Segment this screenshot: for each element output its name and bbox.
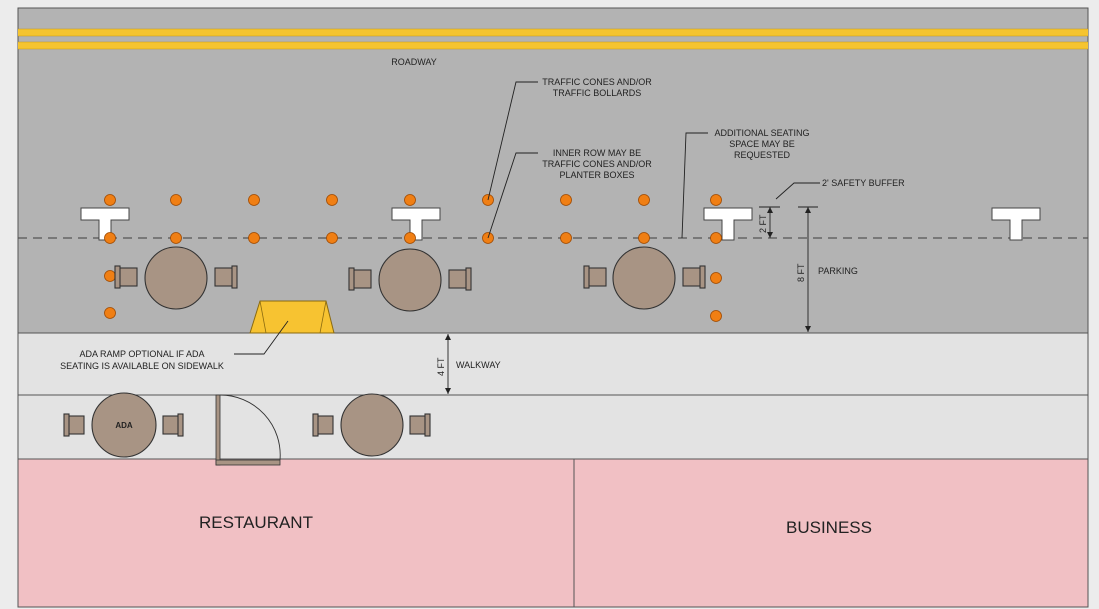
traffic-cone [710,194,722,206]
table [612,246,676,310]
traffic-cone [170,194,182,206]
safety-buffer-leader-line [775,182,820,200]
sidewalk-seating-area [17,394,1089,460]
traffic-cone [248,194,260,206]
traffic-cone [404,232,416,244]
walkway-label: WALKWAY [456,360,501,370]
traffic-cone [710,232,722,244]
business-building [573,458,1089,608]
roadway-label: ROADWAY [391,57,437,67]
ada-table [91,392,157,458]
chair-back [231,265,238,289]
parking-label: PARKING [818,266,858,276]
ada-ramp-leader-line [234,320,289,355]
chair [409,415,427,435]
chair [352,269,372,289]
dimension-8ft: 8 FT [796,206,818,332]
dimension-4ft: 4 FT [436,334,451,394]
yellow-center-line-bottom [18,42,1088,49]
table [378,248,442,312]
inner-row-note-line2: TRAFFIC CONES AND/OR [542,159,652,169]
chair [682,267,702,287]
business-label: BUSINESS [786,518,872,537]
ada-ramp-edge [319,300,327,334]
ada-table-label: ADA [115,421,133,430]
dimension-2ft: 2 FT [758,206,780,238]
chair-back [177,413,184,437]
traffic-cone [104,194,116,206]
traffic-cone [710,310,722,322]
yellow-center-line-top [18,29,1088,36]
ada-table-set: ADA [63,392,184,458]
traffic-cone [104,232,116,244]
walkway-area [17,332,1089,396]
chair [118,267,138,287]
cones-note-line1: TRAFFIC CONES AND/OR [542,77,652,87]
chair-back [424,413,431,437]
table [340,393,404,457]
traffic-cone [104,270,116,282]
parking-meter [991,207,1041,241]
street-table-set [583,246,706,310]
chair [587,267,607,287]
chair [316,415,334,435]
chair-back [699,265,706,289]
restaurant-building [17,458,575,608]
traffic-cone [638,232,650,244]
ada-ramp-edge [259,300,267,334]
inner-row-note-line1: INNER ROW MAY BE [553,148,641,158]
ada-ramp-note-line2: SEATING IS AVAILABLE ON SIDEWALK [60,361,224,371]
chair-back [63,413,70,437]
chair-back [583,265,590,289]
chair-back [348,267,355,291]
chair-back [114,265,121,289]
table [144,246,208,310]
restaurant-door [215,394,281,466]
traffic-cone [104,307,116,319]
traffic-cone [326,232,338,244]
traffic-cone [248,232,260,244]
chair [162,415,180,435]
additional-seating-line2: SPACE MAY BE [729,139,795,149]
dim-2ft-label: 2 FT [758,214,768,233]
street-table-set [114,246,238,310]
traffic-cone [560,232,572,244]
traffic-cone [326,194,338,206]
traffic-cone [404,194,416,206]
additional-seating-leader-line [681,132,708,239]
chair-back [465,267,472,291]
inner-row-note-line3: PLANTER BOXES [559,170,634,180]
traffic-cone [638,194,650,206]
chair-back [312,413,319,437]
chair [448,269,468,289]
additional-seating-line3: REQUESTED [734,150,791,160]
additional-seating-line1: ADDITIONAL SEATING [714,128,809,138]
sidewalk-table-set [312,393,431,457]
dim-4ft-label: 4 FT [436,357,446,376]
cones-note-line2: TRAFFIC BOLLARDS [553,88,642,98]
street-table-set [348,248,472,312]
parking-meter [391,207,441,241]
cones-leader-line [487,81,538,201]
parking-meter [703,207,753,241]
chair [214,267,234,287]
inner-row-leader-line [487,152,538,239]
ada-ramp-note-line1: ADA RAMP OPTIONAL IF ADA [79,349,204,359]
traffic-cone [710,272,722,284]
chair [67,415,85,435]
dim-8ft-label: 8 FT [796,263,806,282]
traffic-cone [170,232,182,244]
safety-buffer-label: 2' SAFETY BUFFER [822,178,905,188]
restaurant-label: RESTAURANT [199,513,313,532]
traffic-cone [560,194,572,206]
